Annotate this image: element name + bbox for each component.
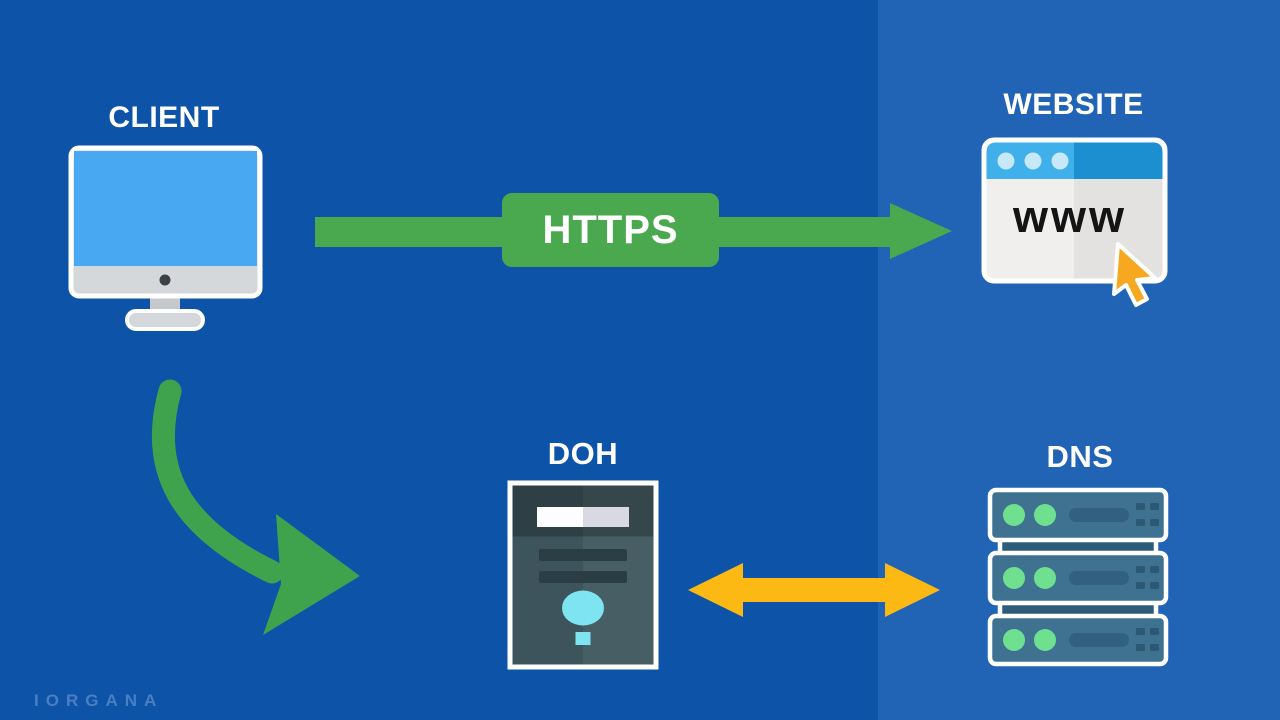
dns-vent [1136,644,1145,651]
dns-vent [1136,519,1145,526]
https-connection-badge: HTTPS [502,193,719,267]
doh-power-dot [575,632,591,645]
dns-drive-slot [1069,571,1129,585]
monitor-camera-dot [159,274,171,286]
monitor-stand-base [125,309,205,331]
doh-server-icon [507,480,659,670]
browser-dot-2 [1024,152,1042,170]
doh-label: DOH [547,436,619,471]
dns-vent [1136,582,1145,589]
doh-vent-slot-2 [539,571,627,583]
website-label: WEBSITE [1003,88,1144,121]
dns-server-unit-1 [987,487,1169,543]
dns-vent [1136,503,1145,510]
browser-dot-1 [997,152,1015,170]
dns-led [1034,629,1056,651]
monitor-screen [74,151,257,266]
https-connection-label: HTTPS [542,207,679,252]
dns-vent [1150,519,1159,526]
doh-drive-bar-right [583,507,629,527]
dns-vent [1136,566,1145,573]
dns-vent [1150,503,1159,510]
browser-toolbar-right [1074,142,1163,179]
browser-www-text: www [1012,191,1127,242]
client-label: CLIENT [108,101,220,134]
dns-led [1003,504,1025,526]
dns-drive-slot [1069,508,1129,522]
dns-label: DNS [1046,439,1114,474]
doh-power-button [562,590,604,626]
cursor-icon [1112,242,1157,307]
dns-server-unit-2 [987,550,1169,606]
dns-vent [1150,644,1159,651]
client-to-doh-arrow [151,379,360,635]
doh-drive-bar-left [537,507,583,527]
watermark-logo: IORGANA [34,691,164,710]
dns-led [1003,567,1025,589]
dns-led [1034,567,1056,589]
dns-led [1003,629,1025,651]
doh-dns-arrow [688,563,940,617]
dns-vent [1136,628,1145,635]
dns-drive-slot [1069,633,1129,647]
dns-server-stack-icon [987,487,1169,667]
dns-led [1034,504,1056,526]
dns-vent [1150,628,1159,635]
curved-arrow-tail [151,379,284,584]
doh-vent-slot-1 [539,549,627,561]
dns-vent [1150,566,1159,573]
browser-dot-3 [1051,152,1069,170]
client-monitor-icon [68,145,263,331]
curved-arrow-head [263,514,360,635]
doh-dns-arrow-shape [688,563,940,617]
website-browser-icon [981,137,1168,307]
dns-server-unit-3 [987,613,1169,667]
dns-vent [1150,582,1159,589]
